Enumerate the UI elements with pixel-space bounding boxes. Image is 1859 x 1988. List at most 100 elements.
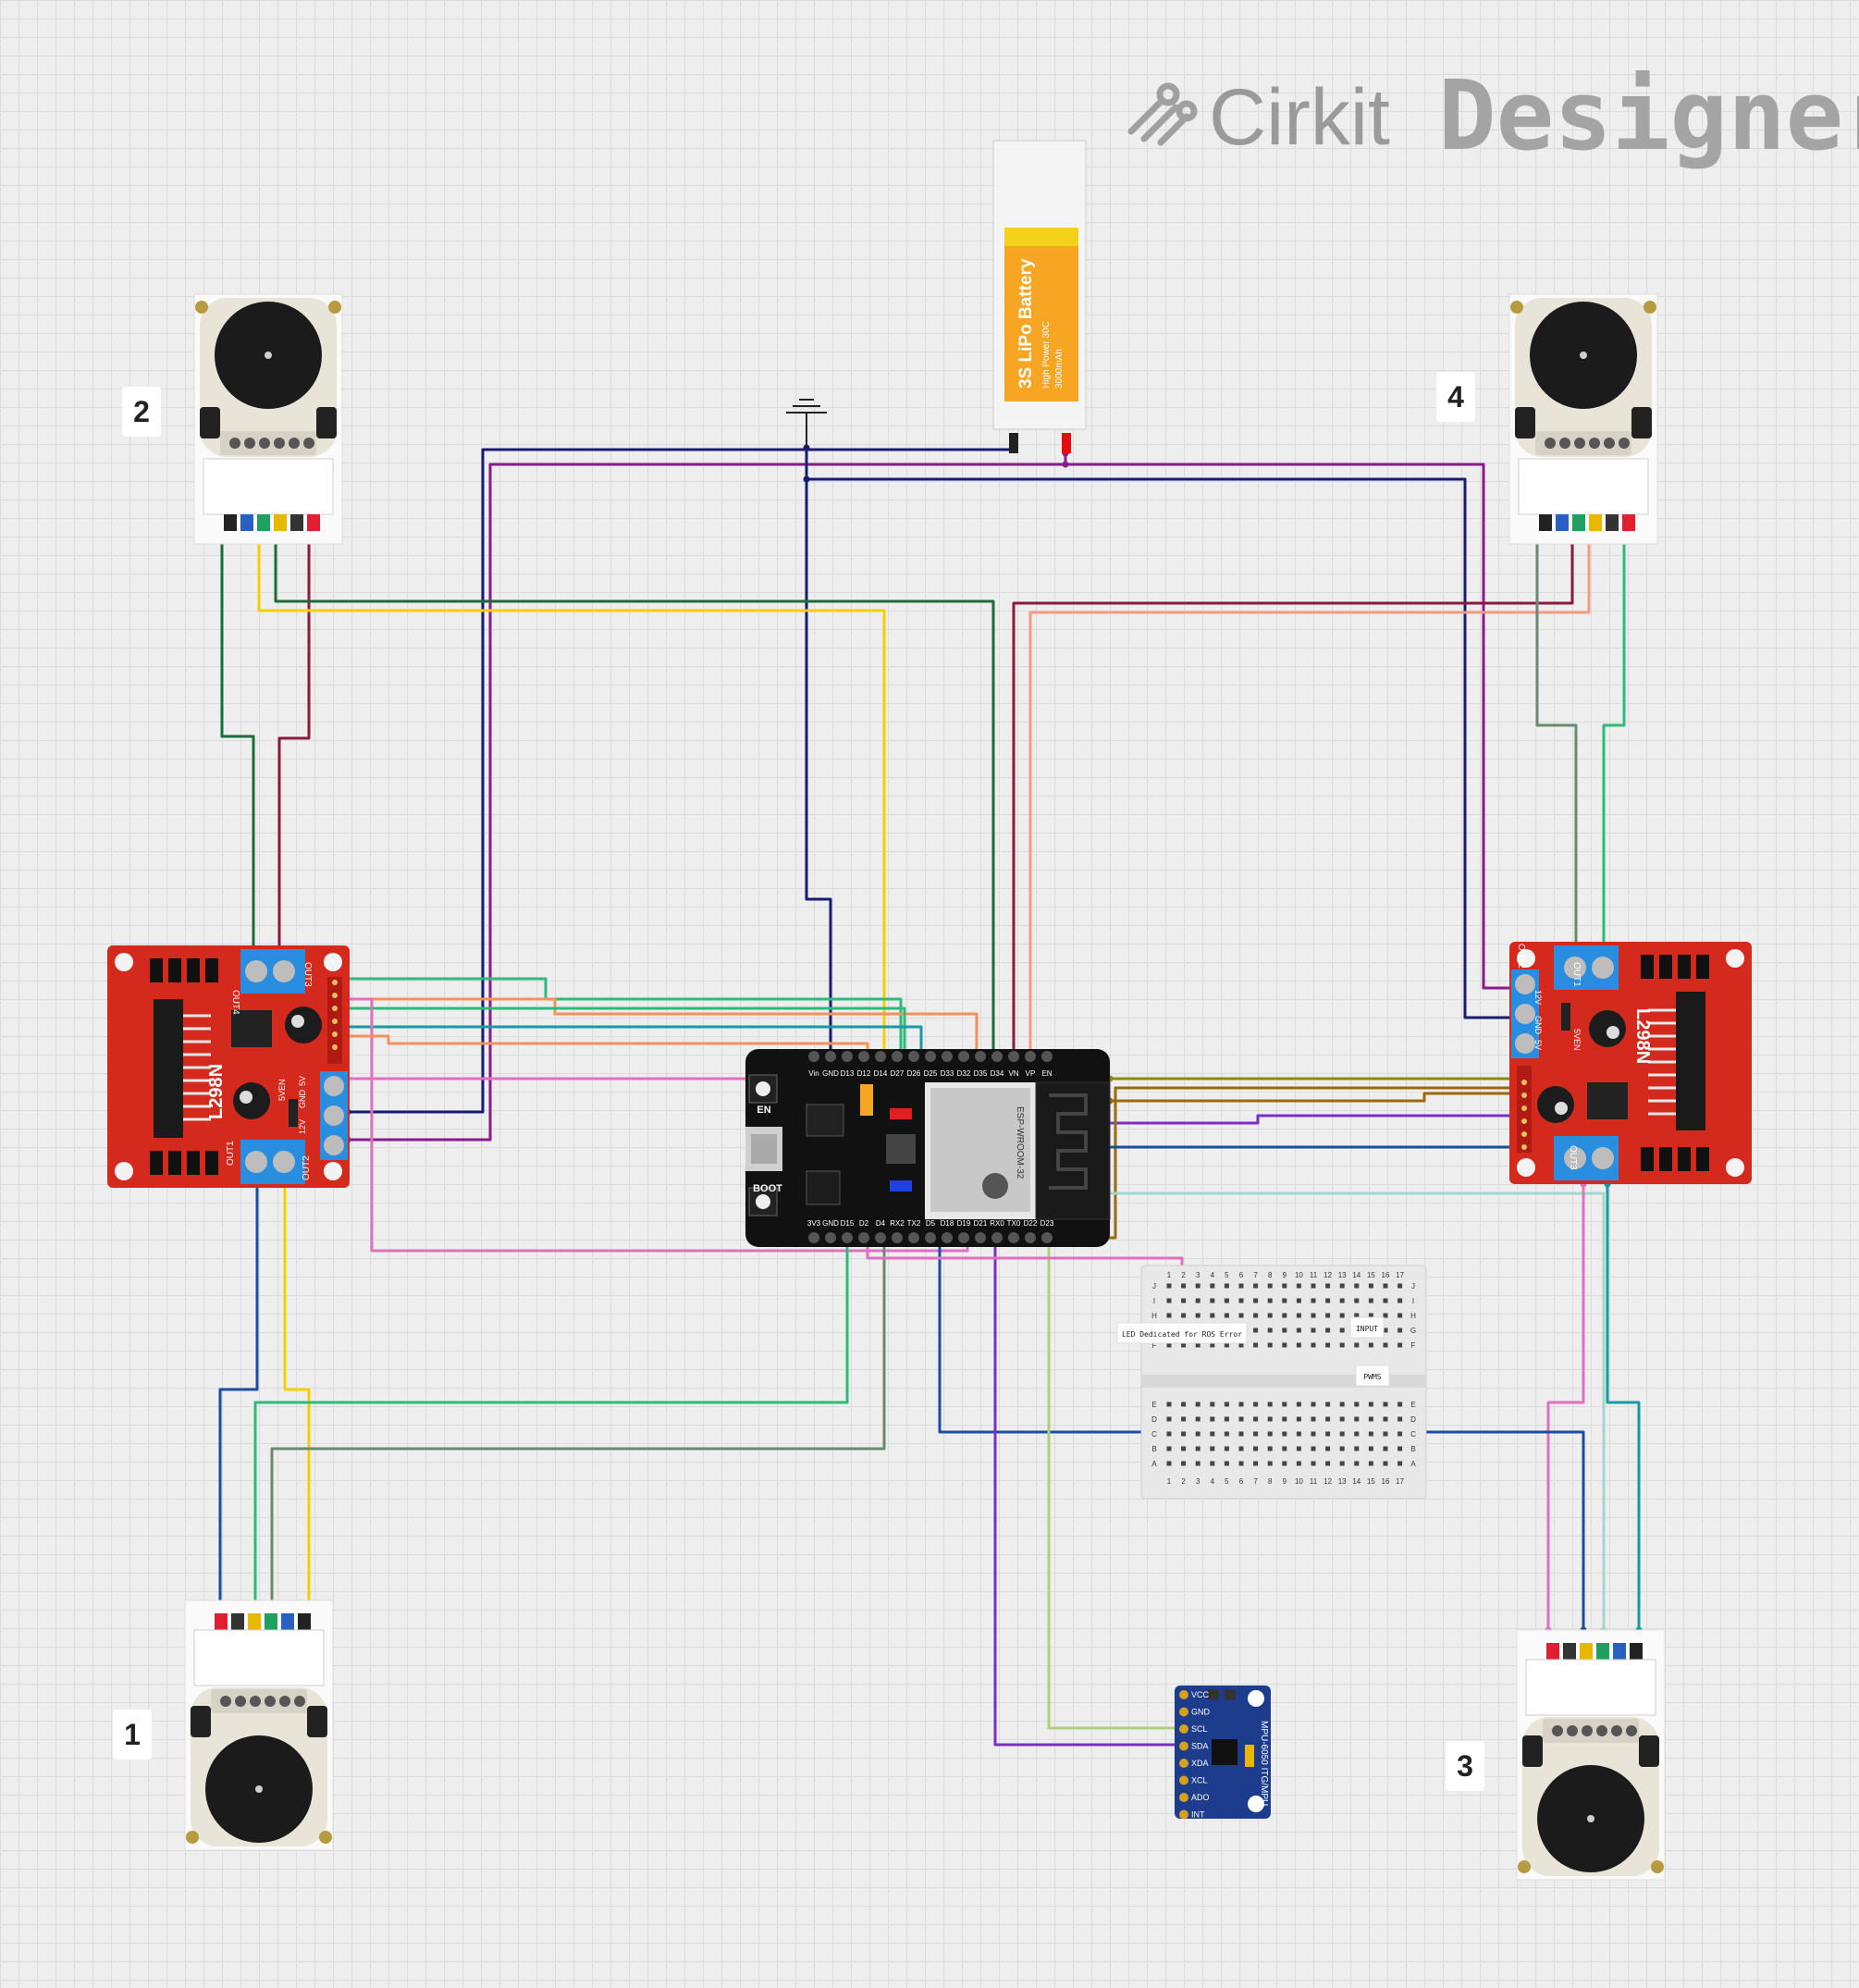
- breadboard-hole[interactable]: [1354, 1401, 1360, 1407]
- breadboard-hole[interactable]: [1238, 1313, 1244, 1318]
- breadboard-hole[interactable]: [1195, 1342, 1200, 1348]
- breadboard-hole[interactable]: [1282, 1416, 1287, 1422]
- breadboard-hole[interactable]: [1253, 1416, 1259, 1422]
- breadboard-hole[interactable]: [1354, 1342, 1360, 1348]
- breadboard-hole[interactable]: [1224, 1298, 1229, 1303]
- breadboard-hole[interactable]: [1368, 1431, 1373, 1437]
- breadboard-hole[interactable]: [1339, 1298, 1345, 1303]
- imu-pin-xcl[interactable]: [1179, 1775, 1188, 1785]
- breadboard-hole[interactable]: [1383, 1431, 1388, 1437]
- breadboard-hole[interactable]: [1296, 1461, 1301, 1466]
- breadboard-hole[interactable]: [1166, 1283, 1172, 1289]
- breadboard-hole[interactable]: [1339, 1446, 1345, 1451]
- breadboard-hole[interactable]: [1325, 1416, 1331, 1422]
- breadboard-hole[interactable]: [1195, 1313, 1200, 1318]
- motor-2[interactable]: [193, 293, 343, 545]
- breadboard-hole[interactable]: [1210, 1283, 1215, 1289]
- breadboard-hole[interactable]: [1383, 1313, 1388, 1318]
- breadboard-hole[interactable]: [1282, 1431, 1287, 1437]
- esp32-pin-d35[interactable]: [975, 1051, 986, 1062]
- esp32-pin-gnd[interactable]: [825, 1051, 836, 1062]
- breadboard-hole[interactable]: [1238, 1461, 1244, 1466]
- breadboard-hole[interactable]: [1282, 1401, 1287, 1407]
- breadboard-hole[interactable]: [1253, 1446, 1259, 1451]
- esp32-pin-d25[interactable]: [925, 1051, 936, 1062]
- breadboard-hole[interactable]: [1397, 1313, 1403, 1318]
- breadboard-hole[interactable]: [1282, 1446, 1287, 1451]
- breadboard-hole[interactable]: [1311, 1401, 1316, 1407]
- breadboard-hole[interactable]: [1181, 1461, 1187, 1466]
- breadboard-hole[interactable]: [1210, 1342, 1215, 1348]
- breadboard-hole[interactable]: [1224, 1283, 1229, 1289]
- breadboard-hole[interactable]: [1354, 1461, 1360, 1466]
- breadboard-hole[interactable]: [1267, 1446, 1273, 1451]
- breadboard-hole[interactable]: [1339, 1431, 1345, 1437]
- breadboard-hole[interactable]: [1296, 1327, 1301, 1333]
- breadboard-hole[interactable]: [1282, 1298, 1287, 1303]
- breadboard-hole[interactable]: [1325, 1283, 1331, 1289]
- esp32-pin-d26[interactable]: [908, 1051, 919, 1062]
- esp32-pin-en[interactable]: [1041, 1051, 1053, 1062]
- battery[interactable]: 3S LiPo Battery High Power 30C 3000mAh: [992, 140, 1087, 453]
- breadboard-hole[interactable]: [1282, 1461, 1287, 1466]
- esp32-pin-d19[interactable]: [958, 1232, 969, 1243]
- breadboard-hole[interactable]: [1296, 1283, 1301, 1289]
- breadboard-hole[interactable]: [1368, 1416, 1373, 1422]
- imu-pin-int[interactable]: [1179, 1809, 1188, 1820]
- breadboard-hole[interactable]: [1311, 1416, 1316, 1422]
- breadboard-hole[interactable]: [1181, 1342, 1187, 1348]
- breadboard-hole[interactable]: [1354, 1298, 1360, 1303]
- breadboard-hole[interactable]: [1195, 1401, 1200, 1407]
- esp32-pin-d33[interactable]: [942, 1051, 953, 1062]
- breadboard-hole[interactable]: [1267, 1283, 1273, 1289]
- breadboard-hole[interactable]: [1253, 1431, 1259, 1437]
- breadboard-hole[interactable]: [1383, 1446, 1388, 1451]
- breadboard-hole[interactable]: [1253, 1342, 1259, 1348]
- esp32-pin-gnd[interactable]: [825, 1232, 836, 1243]
- breadboard-hole[interactable]: [1181, 1431, 1187, 1437]
- breadboard-hole[interactable]: [1368, 1298, 1373, 1303]
- breadboard-hole[interactable]: [1267, 1401, 1273, 1407]
- breadboard-hole[interactable]: [1325, 1298, 1331, 1303]
- esp32-btn-boot[interactable]: BOOT: [753, 1183, 782, 1194]
- breadboard-hole[interactable]: [1238, 1416, 1244, 1422]
- breadboard-hole[interactable]: [1282, 1313, 1287, 1318]
- breadboard-hole[interactable]: [1181, 1416, 1187, 1422]
- esp32-pin-tx2[interactable]: [908, 1232, 919, 1243]
- breadboard-hole[interactable]: [1325, 1461, 1331, 1466]
- breadboard-hole[interactable]: [1224, 1446, 1229, 1451]
- breadboard-hole[interactable]: [1238, 1401, 1244, 1407]
- breadboard-hole[interactable]: [1339, 1416, 1345, 1422]
- breadboard[interactable]: 1122334455667788991010111112121313141415…: [1116, 1265, 1427, 1500]
- esp32-pin-d21[interactable]: [975, 1232, 986, 1243]
- breadboard-hole[interactable]: [1181, 1313, 1187, 1318]
- breadboard-hole[interactable]: [1397, 1416, 1403, 1422]
- imu-pin-ado[interactable]: [1179, 1793, 1188, 1802]
- breadboard-hole[interactable]: [1296, 1416, 1301, 1422]
- esp32-pin-d13[interactable]: [842, 1051, 853, 1062]
- breadboard-hole[interactable]: [1325, 1342, 1331, 1348]
- esp32-pin-d18[interactable]: [942, 1232, 953, 1243]
- breadboard-hole[interactable]: [1253, 1327, 1259, 1333]
- esp32-pin-rx2[interactable]: [892, 1232, 903, 1243]
- breadboard-hole[interactable]: [1311, 1298, 1316, 1303]
- breadboard-hole[interactable]: [1224, 1431, 1229, 1437]
- breadboard-hole[interactable]: [1354, 1416, 1360, 1422]
- breadboard-hole[interactable]: [1166, 1431, 1172, 1437]
- breadboard-hole[interactable]: [1339, 1327, 1345, 1333]
- breadboard-hole[interactable]: [1267, 1313, 1273, 1318]
- breadboard-hole[interactable]: [1253, 1313, 1259, 1318]
- breadboard-hole[interactable]: [1339, 1283, 1345, 1289]
- breadboard-hole[interactable]: [1368, 1446, 1373, 1451]
- breadboard-hole[interactable]: [1397, 1327, 1403, 1333]
- esp32-pin-rx0[interactable]: [991, 1232, 1003, 1243]
- breadboard-hole[interactable]: [1368, 1401, 1373, 1407]
- breadboard-hole[interactable]: [1311, 1313, 1316, 1318]
- breadboard-hole[interactable]: [1238, 1431, 1244, 1437]
- breadboard-hole[interactable]: [1210, 1461, 1215, 1466]
- breadboard-hole[interactable]: [1166, 1416, 1172, 1422]
- breadboard-hole[interactable]: [1383, 1298, 1388, 1303]
- breadboard-hole[interactable]: [1238, 1446, 1244, 1451]
- breadboard-hole[interactable]: [1267, 1461, 1273, 1466]
- esp32-pin-d12[interactable]: [858, 1051, 869, 1062]
